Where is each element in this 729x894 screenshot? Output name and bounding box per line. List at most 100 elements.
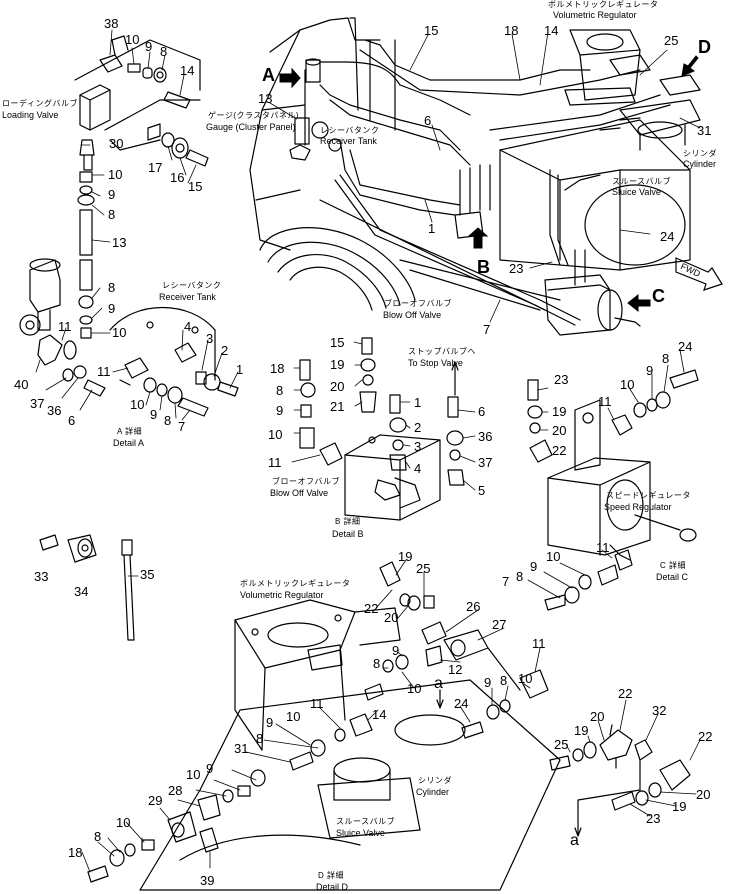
callout-17: 17 [148,160,163,175]
callout-36-b: 36 [478,429,493,444]
callout-19-e: 19 [574,723,589,738]
blow-off-valve-b-label: Blow Off Valve [270,488,329,498]
callout-12-d: 12 [448,662,463,677]
blow-off-valve-jp-label: ブローオフバルブ [384,299,452,308]
volumetric-regulator-d-label: Volumetric Regulator [240,590,324,600]
callout-21-b: 21 [330,399,345,414]
cylinder-label: Cylinder [683,159,717,169]
volumetric-regulator-label: Volumetric Regulator [553,10,637,20]
callout-19-b: 19 [330,357,345,372]
callout-33: 33 [34,569,49,584]
callout-20-b: 20 [330,379,345,394]
callout-5-b: 5 [478,483,486,498]
callout-9-d2: 9 [484,675,492,690]
blow-off-valve-b-jp-label: ブローオフバルブ [272,477,340,486]
sluice-valve-jp-label: スルースバルブ [612,177,672,186]
view-letter-c: C [652,286,665,306]
sluice-valve-d-label: Sluice Valve [336,828,385,838]
callout-6-main: 6 [424,113,432,128]
callout-30: 30 [109,136,124,151]
callout-14: 14 [180,63,195,78]
volumetric-regulator-d-jp-label: ボルメトリックレギュレータ [240,579,351,588]
receiver-tank-a-jp-label: レシーバタンク [162,281,222,290]
callout-8-d5: 8 [94,829,102,844]
callout-10-b: 10 [268,427,283,442]
cylinder-d-label: Cylinder [416,787,450,797]
callout-31-main: 31 [697,123,712,138]
detail-a-view [20,36,238,416]
callout-22-d: 22 [364,601,379,616]
loading-valve-label: Loading Valve [2,110,59,120]
callout-18-b: 18 [270,361,285,376]
callout-9-b: 9 [276,403,284,418]
callout-4: 4 [184,319,192,334]
loading-valve-jp-label: ローディングバルブ [2,99,78,108]
callout-38: 38 [104,16,119,31]
callout-11: 11 [58,319,72,334]
callout-22-e: 22 [618,686,633,701]
callout-14-main: 14 [544,23,559,38]
callout-8: 8 [160,44,168,59]
to-stop-valve-jp-label: ストップバルブへ [408,347,476,356]
receiver-tank-jp-label: レシーバタンク [320,126,380,135]
callout-22-e2: 22 [698,729,713,744]
detail-a-jp-label: A 詳細 [117,427,143,436]
callout-24-main: 24 [660,229,675,244]
callout-15: 15 [188,179,203,194]
callout-10-d3: 10 [286,709,301,724]
callout-20-c: 20 [552,423,567,438]
callout-13: 13 [112,235,127,250]
detail-c-label: Detail C [656,572,689,582]
callout-20-d: 20 [384,610,399,625]
main-assembly-view [250,18,700,335]
callout-18-d: 18 [68,845,83,860]
callout-29-d: 29 [148,793,163,808]
speed-regulator-label: Speed Regulator [604,502,672,512]
view-letter-a: A [262,65,275,85]
callout-9: 9 [145,39,153,54]
view-letter-b: B [477,257,490,277]
callout-37-b: 37 [478,455,493,470]
callout-6: 6 [68,413,76,428]
callout-40: 40 [14,377,29,392]
callout-20-e2: 20 [696,787,711,802]
callout-8-b: 8 [276,383,284,398]
arrow-d-icon [682,56,698,76]
callout-19-e2: 19 [672,799,687,814]
callout-25-e: 25 [554,737,569,752]
callout-10d: 10 [130,397,145,412]
callout-9-d3: 9 [266,715,274,730]
callout-19-c: 19 [552,404,567,419]
callout-9-c: 9 [646,363,654,378]
callout-10: 10 [125,32,140,47]
callout-10-d: 10 [407,681,422,696]
detail-c-view [528,370,698,610]
callout-37: 37 [30,396,45,411]
receiver-tank-a-label: Receiver Tank [159,292,216,302]
detail-d-jp-label: D 詳細 [318,871,344,880]
callout-8-c2: 8 [516,569,524,584]
callout-18-main: 18 [504,23,519,38]
callout-10-c: 10 [620,377,635,392]
detail-b-jp-label: B 詳細 [335,517,361,526]
callout-25-main: 25 [664,33,679,48]
callout-24-d: 24 [454,696,469,711]
callout-1: 1 [236,362,244,377]
callout-2: 2 [221,343,229,358]
callout-9c: 9 [108,301,116,316]
callout-11-c: 11 [598,394,612,409]
detail-d-view [88,562,560,890]
callout-13-main: 13 [258,91,273,106]
leader-lines [36,30,700,872]
callout-8d: 8 [164,413,172,428]
callout-3: 3 [206,331,214,346]
callout-32-e: 32 [652,703,667,718]
view-arrows [280,56,698,311]
callout-6-b: 6 [478,404,486,419]
callout-9-d4: 9 [206,761,214,776]
callout-11-d: 11 [532,636,546,651]
callout-15-b: 15 [330,335,345,350]
callout-8-d3: 8 [256,731,264,746]
receiver-tank-label: Receiver Tank [320,136,377,146]
